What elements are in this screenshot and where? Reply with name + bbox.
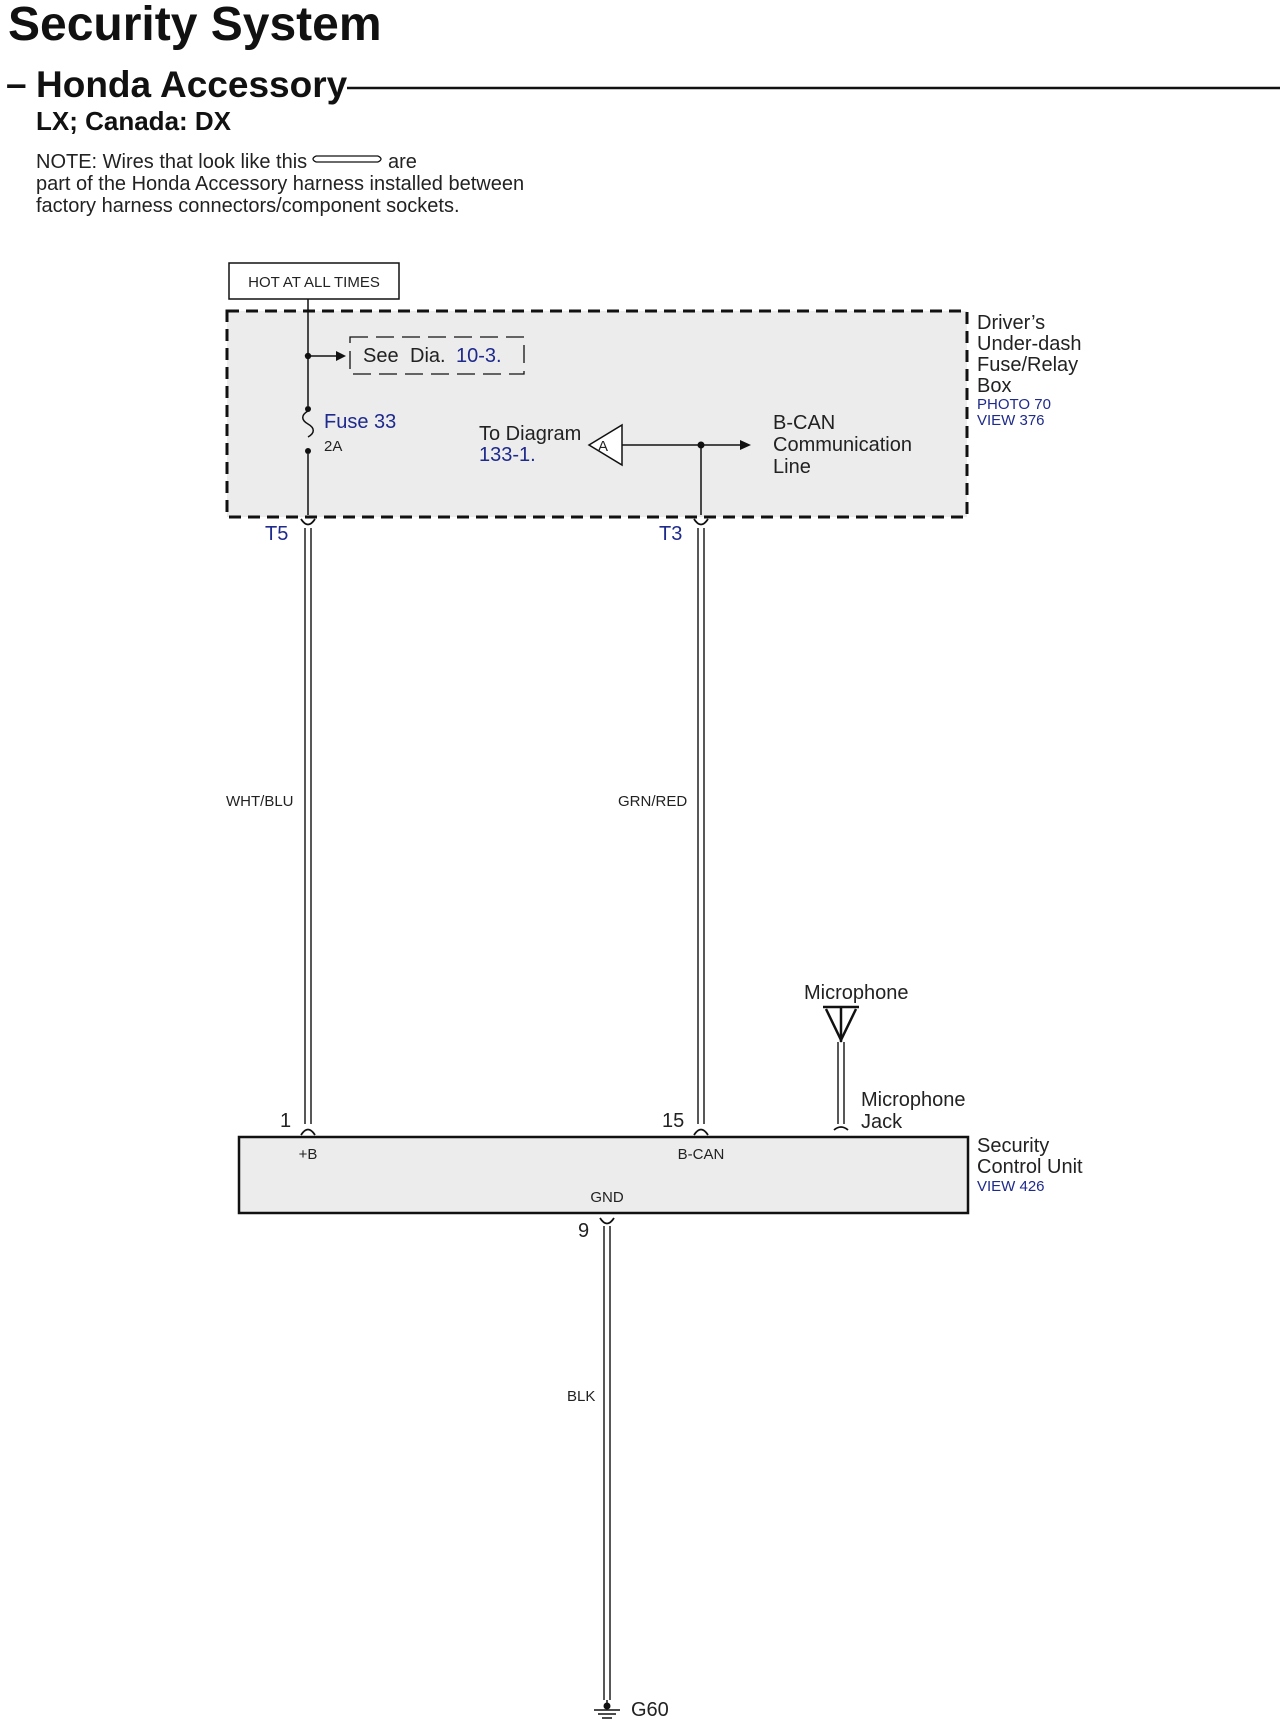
fuse-box-name-line-3: Fuse/Relay: [977, 354, 1078, 376]
microphone-icon: [823, 1005, 859, 1043]
pin-1-connector-icon: [300, 1128, 316, 1136]
ground-g60-label: G60: [631, 1699, 669, 1721]
note-line-1-end: are: [388, 151, 417, 173]
fuse-box-name-line-1: Driver’s: [977, 312, 1045, 334]
pin-9-number: 9: [578, 1220, 589, 1242]
fuse-box-view-link[interactable]: VIEW 376: [977, 412, 1045, 429]
wire-blk: [603, 1226, 611, 1700]
page-title: Security System: [8, 0, 382, 51]
wire-wht-blu: [304, 528, 312, 1124]
terminal-t3-label: T3: [659, 523, 682, 545]
pin-15-number: 15: [662, 1110, 684, 1132]
note-line-2: part of the Honda Accessory harness inst…: [36, 173, 524, 195]
bcan-label-line-3: Line: [773, 456, 811, 478]
connector-a-letter: A: [598, 438, 608, 455]
pin-15-connector-icon: [693, 1128, 709, 1136]
hot-at-all-times-box: [228, 262, 400, 300]
section-title: Honda Accessory: [36, 64, 348, 105]
arrow-right-icon: [336, 351, 346, 361]
wire-wht-blu-label: WHT/BLU: [226, 793, 294, 810]
pin-1-number: 1: [280, 1110, 291, 1132]
pin-9-connector-icon: [599, 1217, 615, 1225]
pin-1-name: +B: [299, 1146, 318, 1163]
arrow-right-icon: [740, 440, 751, 450]
fuse-terminal-bottom: [305, 448, 311, 454]
control-unit-view-link[interactable]: VIEW 426: [977, 1178, 1045, 1195]
mic-jack-connector-icon: [833, 1126, 849, 1131]
trim-label: LX; Canada: DX: [36, 106, 232, 136]
see-dia-ref-link[interactable]: 10-3.: [456, 345, 502, 367]
fuse-33-link[interactable]: Fuse 33: [324, 411, 396, 433]
connector-t3-icon: [693, 518, 709, 526]
control-unit-name-line-2: Control Unit: [977, 1156, 1083, 1178]
fuse-33-icon: [302, 410, 314, 438]
wire-blk-label: BLK: [567, 1388, 595, 1405]
ground-icon: [594, 1700, 620, 1719]
see-label: See: [363, 345, 399, 367]
to-diagram-label: To Diagram: [479, 423, 581, 445]
fuse-box-photo-link[interactable]: PHOTO 70: [977, 396, 1051, 413]
pin-9-name: GND: [590, 1189, 624, 1206]
hot-at-all-times-label: HOT AT ALL TIMES: [248, 274, 380, 291]
security-control-unit-box: [237, 1135, 970, 1215]
dia-label: Dia.: [410, 345, 446, 367]
fuse-rating: 2A: [324, 438, 342, 455]
note-line-3: factory harness connectors/component soc…: [36, 195, 460, 217]
microphone-jack-line-2: Jack: [861, 1111, 903, 1133]
microphone-label: Microphone: [804, 982, 909, 1004]
connector-t5-icon: [300, 518, 316, 526]
fuse-terminal-top: [305, 406, 311, 412]
note-line-1-start: NOTE: Wires that look like this: [36, 151, 307, 173]
wire-grn-red-label: GRN/RED: [618, 793, 687, 810]
to-diagram-ref-link[interactable]: 133-1.: [479, 444, 536, 466]
wire-grn-red: [697, 528, 705, 1124]
section-dash: –: [6, 63, 27, 104]
fuse-relay-box: [225, 309, 969, 519]
control-unit-name-line-1: Security: [977, 1135, 1049, 1157]
accessory-wire-symbol-icon: [312, 155, 382, 163]
pin-15-name: B-CAN: [678, 1146, 725, 1163]
microphone-jack-line-1: Microphone: [861, 1089, 966, 1111]
bcan-label-line-1: B-CAN: [773, 412, 835, 434]
terminal-t5-label: T5: [265, 523, 288, 545]
fuse-box-name-line-2: Under-dash: [977, 333, 1082, 355]
see-dia-box: [349, 336, 525, 375]
bcan-label-line-2: Communication: [773, 434, 912, 456]
microphone-wire: [837, 1042, 845, 1124]
fuse-box-name-line-4: Box: [977, 375, 1011, 397]
